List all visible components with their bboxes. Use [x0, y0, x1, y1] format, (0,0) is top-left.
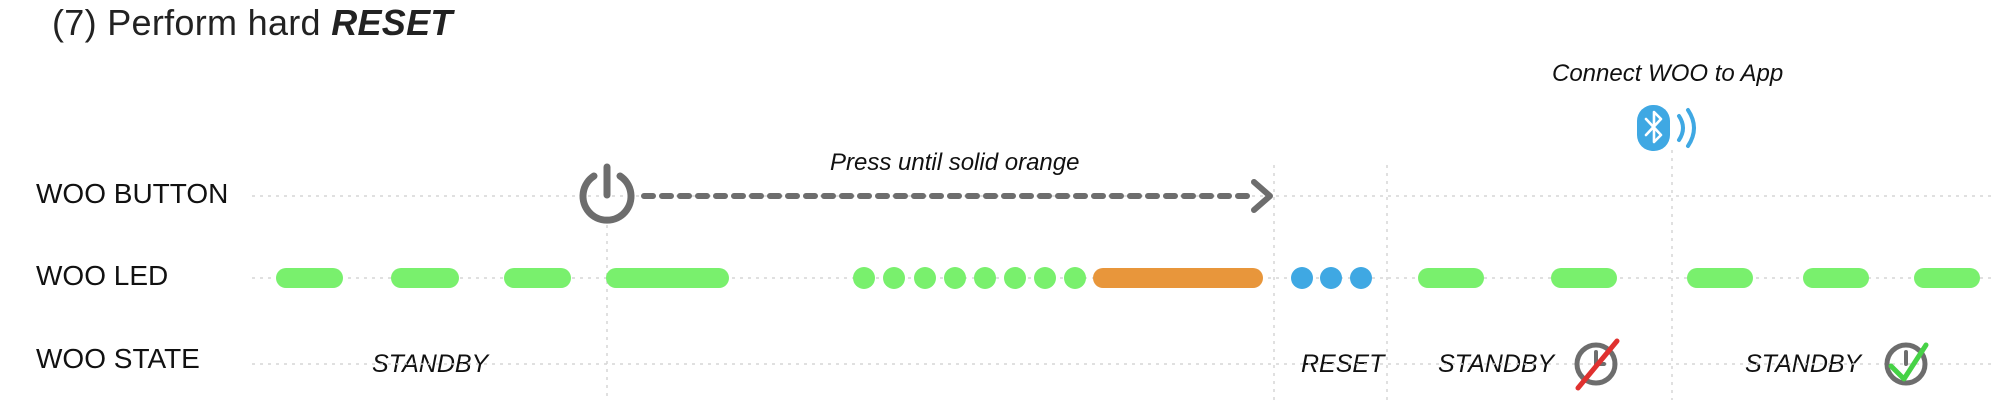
press-arrow — [641, 179, 1273, 213]
led-green-dot — [974, 267, 996, 289]
row-label-button: WOO BUTTON — [36, 178, 229, 209]
row-label-led: WOO LED — [36, 260, 169, 291]
timer-check-icon — [1884, 342, 1929, 386]
connect-annotation: Connect WOO to App — [1552, 60, 1784, 87]
row-label-state: WOO STATE — [36, 343, 200, 374]
led-green-dot — [914, 267, 936, 289]
led-blue-dot — [1291, 267, 1313, 289]
led-green-dot — [1034, 267, 1056, 289]
title-emphasis: RESET — [331, 2, 453, 43]
bluetooth-icon — [1637, 105, 1696, 151]
led-blink-dots — [853, 267, 1372, 289]
timer-crossed-icon — [1574, 338, 1620, 391]
page-title: (7) Perform hard RESET — [52, 2, 453, 44]
led-green-dot — [853, 267, 875, 289]
power-icon — [579, 163, 635, 224]
led-green-dot — [1004, 267, 1026, 289]
led-green-dot — [944, 267, 966, 289]
press-annotation: Press until solid orange — [830, 149, 1080, 176]
led-green-dot — [1064, 267, 1086, 289]
title-prefix: (7) Perform hard — [52, 2, 332, 43]
led-blue-dot — [1350, 267, 1372, 289]
led-green-dot — [883, 267, 905, 289]
phase-guides — [606, 150, 1673, 400]
led-blue-dot — [1320, 267, 1342, 289]
